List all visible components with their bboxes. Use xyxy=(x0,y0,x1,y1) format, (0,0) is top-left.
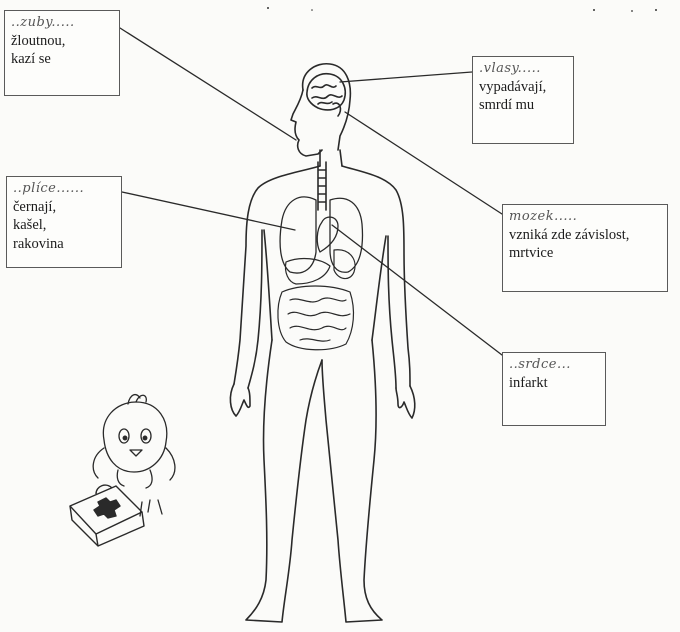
liver xyxy=(285,259,330,284)
intestines xyxy=(278,286,354,350)
torso-left xyxy=(234,166,320,384)
desc-vlasy: vypadávají, smrdí mu xyxy=(479,78,567,115)
answer-vlasy[interactable]: .vlasy..... xyxy=(479,61,567,78)
stomach xyxy=(334,250,355,279)
head-outline xyxy=(303,64,351,150)
first-aid-kit-icon xyxy=(70,485,144,546)
left-leg-outer xyxy=(246,340,322,622)
face-profile xyxy=(291,90,322,156)
answer-plice[interactable]: ..plíce...... xyxy=(13,181,115,198)
label-box-vlasy: .vlasy..... vypadávají, smrdí mu xyxy=(472,56,574,144)
answer-zuby[interactable]: ..zuby..... xyxy=(11,15,113,32)
leader-plice xyxy=(122,192,295,230)
desc-mozek: vzniká zde závislost, mrtvice xyxy=(509,226,661,263)
label-box-mozek: mozek..... vzniká zde závislost, mrtvice xyxy=(502,204,668,292)
heart xyxy=(317,217,338,252)
right-hand xyxy=(396,386,415,418)
right-leg-outer xyxy=(322,340,382,622)
trachea xyxy=(318,162,326,210)
desc-srdce: infarkt xyxy=(509,374,599,393)
label-box-plice: ..plíce...... černají, kašel, rakovina xyxy=(6,176,122,268)
answer-mozek[interactable]: mozek..... xyxy=(509,209,661,226)
label-box-srdce: ..srdce... infarkt xyxy=(502,352,606,426)
label-box-zuby: ..zuby..... žloutnou, kazí se xyxy=(4,10,120,96)
answer-srdce[interactable]: ..srdce... xyxy=(509,357,599,374)
leader-vlasy xyxy=(340,72,472,82)
left-hand xyxy=(230,384,250,416)
desc-zuby: žloutnou, kazí se xyxy=(11,32,113,69)
desc-plice: černají, kašel, rakovina xyxy=(13,198,115,254)
speckles xyxy=(267,7,657,12)
leader-zuby xyxy=(120,28,296,140)
lung-left xyxy=(280,197,316,273)
leader-srdce xyxy=(332,225,502,355)
